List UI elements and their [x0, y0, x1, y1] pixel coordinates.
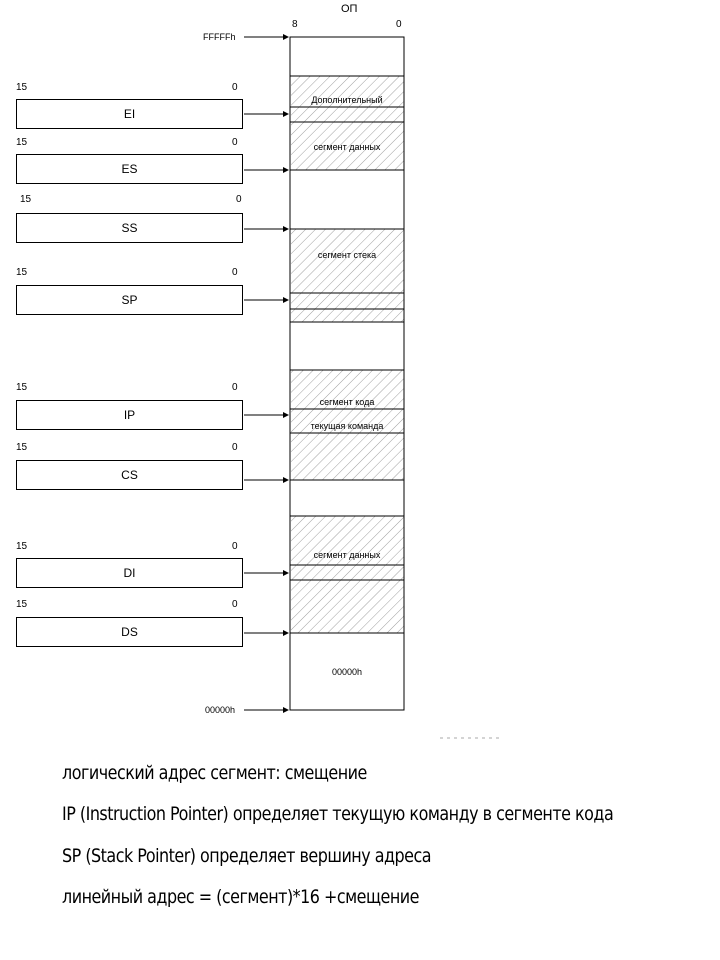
- note-instruction-pointer: IP (Instruction Pointer) определяет теку…: [62, 803, 614, 825]
- register-di-bit-low: 0: [232, 541, 238, 552]
- memory-title: ОП: [341, 3, 358, 15]
- segment-extra-label: Дополнительный: [311, 95, 383, 105]
- register-ei: EI: [16, 99, 243, 129]
- note-linear-address: линейный адрес = (сегмент)*16 +смещение: [62, 886, 419, 908]
- register-cs-bit-high: 15: [16, 442, 28, 453]
- note-stack-pointer: SP (Stack Pointer) определяет вершину ад…: [62, 845, 432, 867]
- register-sp-bit-high: 15: [16, 267, 28, 278]
- register-ss-bit-high: 15: [20, 194, 32, 205]
- memory-bit-high: 8: [292, 19, 298, 30]
- register-ds-bit-low: 0: [232, 599, 238, 610]
- register-sp: SP: [16, 285, 243, 315]
- register-cs-bit-low: 0: [232, 442, 238, 453]
- register-ip: IP: [16, 400, 243, 430]
- memory-bottom-label: 00000h: [331, 667, 363, 677]
- register-ds: DS: [16, 617, 243, 647]
- hatch-code-segment: [291, 370, 404, 480]
- top-address-label: FFFFFh: [203, 32, 236, 42]
- register-di-bit-high: 15: [16, 541, 28, 552]
- register-cs: CS: [16, 460, 243, 490]
- memory-dividers: [290, 75, 404, 634]
- hatch-stack-segment: [291, 229, 404, 322]
- memory-column: [289, 36, 405, 711]
- register-es-bit-low: 0: [232, 137, 238, 148]
- register-ss-bit-low: 0: [236, 194, 242, 205]
- bottom-address-label: 00000h: [205, 705, 236, 715]
- register-ds-bit-high: 15: [16, 599, 28, 610]
- register-ip-bit-low: 0: [232, 382, 238, 393]
- segment-data1-label: сегмент данных: [313, 142, 381, 152]
- register-di: DI: [16, 558, 243, 588]
- register-ss: SS: [16, 213, 243, 243]
- segment-data2-label: сегмент данных: [313, 550, 381, 560]
- segment-stack-label: сегмент стека: [317, 250, 377, 260]
- hatch-extra-segment: [291, 76, 404, 170]
- current-command-label: текущая команда: [310, 421, 384, 431]
- register-ei-bit-high: 15: [16, 82, 28, 93]
- hatch-data-segment: [291, 516, 404, 633]
- note-logical-address: логический адрес сегмент: смещение: [62, 762, 367, 784]
- memory-bit-low: 0: [396, 19, 402, 30]
- register-ei-bit-low: 0: [232, 82, 238, 93]
- memory-diagram: [244, 34, 500, 739]
- register-es: ES: [16, 154, 243, 184]
- register-ip-bit-high: 15: [16, 382, 28, 393]
- register-sp-bit-low: 0: [232, 267, 238, 278]
- segment-code-label: сегмент кода: [319, 397, 375, 407]
- register-es-bit-high: 15: [16, 137, 28, 148]
